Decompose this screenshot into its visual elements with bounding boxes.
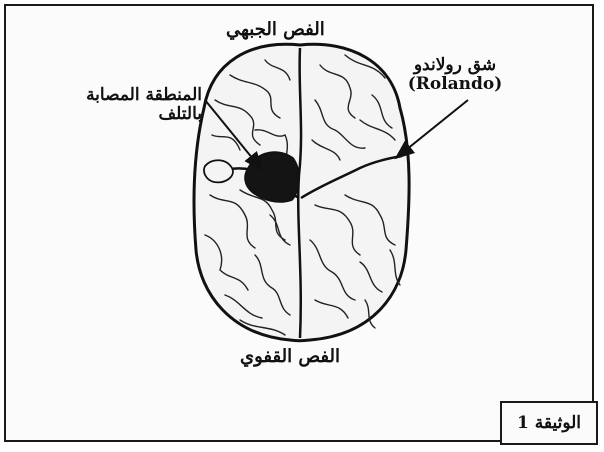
damaged-area-label-line1: المنطقة المصابة bbox=[52, 86, 202, 105]
cerebellum-bump-left bbox=[204, 160, 233, 182]
frontal-lobe-label: الفص الجبهي bbox=[226, 20, 325, 40]
occipital-lobe-label: الفص القفوي bbox=[240, 347, 340, 367]
rolando-label-latin: (Rolando) bbox=[385, 75, 525, 94]
damaged-area-label-line2: بالتلف bbox=[52, 105, 202, 124]
rolando-fissure-label: شق رولاندو (Rolando) bbox=[385, 56, 525, 93]
rolando-arrow bbox=[396, 100, 468, 158]
damaged-area-label: المنطقة المصابة بالتلف bbox=[52, 86, 202, 123]
rolando-label-arabic: شق رولاندو bbox=[385, 56, 525, 75]
document-number-label: الوثيقة 1 bbox=[500, 401, 598, 445]
